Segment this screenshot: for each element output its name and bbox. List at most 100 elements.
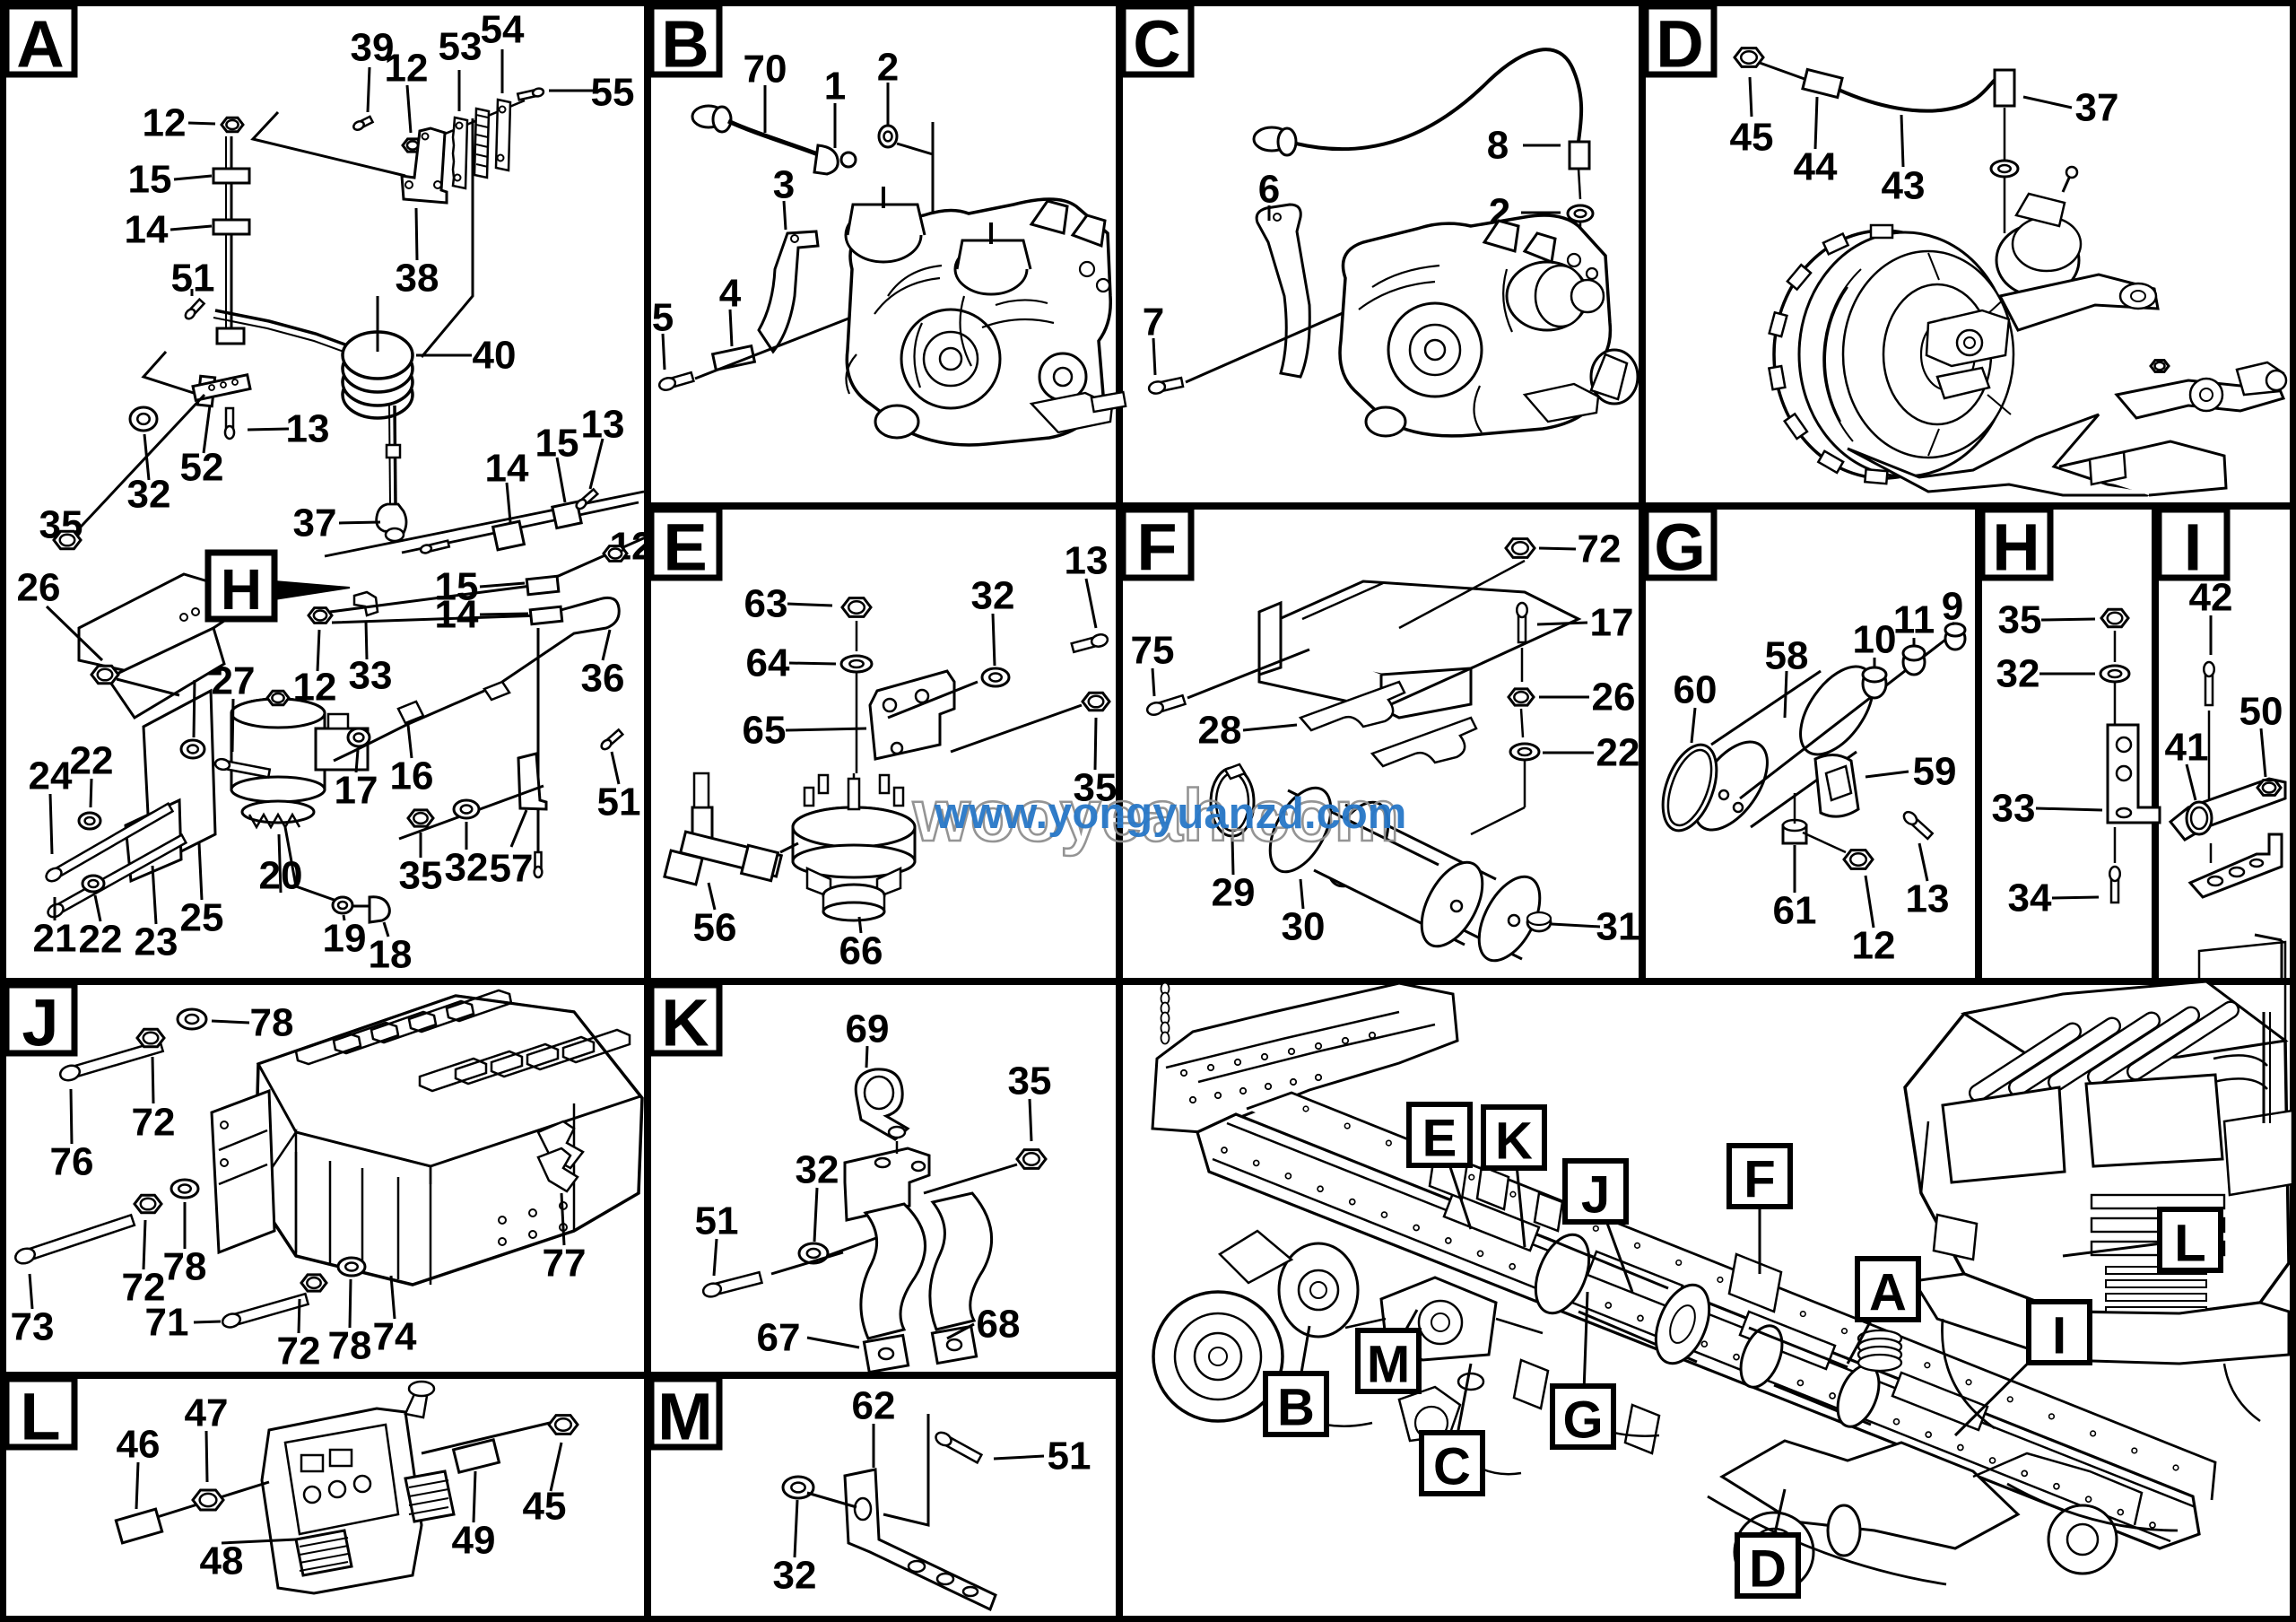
svg-text:44: 44 (1794, 145, 1838, 189)
svg-text:A: A (1869, 1264, 1907, 1322)
svg-text:12: 12 (143, 101, 187, 145)
svg-text:32: 32 (445, 846, 489, 890)
svg-text:29: 29 (1212, 871, 1256, 915)
svg-text:28: 28 (1198, 709, 1242, 753)
svg-text:71: 71 (145, 1301, 189, 1345)
svg-text:35: 35 (1008, 1060, 1052, 1103)
svg-text:54: 54 (481, 8, 525, 52)
svg-text:32: 32 (971, 574, 1015, 618)
svg-text:M: M (1367, 1336, 1410, 1394)
svg-text:J: J (22, 986, 58, 1060)
svg-text:42: 42 (2189, 576, 2233, 620)
svg-text:3: 3 (773, 163, 795, 207)
svg-text:62: 62 (852, 1384, 896, 1428)
svg-text:17: 17 (335, 769, 378, 813)
svg-text:61: 61 (1773, 889, 1817, 933)
svg-text:51: 51 (1048, 1435, 1091, 1478)
svg-text:5: 5 (652, 296, 674, 340)
svg-text:K: K (661, 986, 709, 1060)
svg-text:52: 52 (180, 446, 224, 490)
svg-text:15: 15 (435, 565, 479, 609)
svg-text:L: L (20, 1380, 60, 1454)
svg-text:12: 12 (385, 47, 429, 91)
svg-text:22: 22 (1596, 731, 1640, 775)
svg-text:21: 21 (33, 917, 77, 961)
svg-text:34: 34 (2008, 876, 2052, 920)
svg-text:M: M (657, 1380, 713, 1454)
svg-text:66: 66 (839, 929, 883, 973)
svg-text:4: 4 (719, 272, 742, 316)
svg-text:38: 38 (396, 257, 439, 301)
svg-text:16: 16 (390, 754, 434, 798)
svg-text:C: C (1133, 7, 1180, 82)
svg-text:K: K (1495, 1112, 1533, 1171)
svg-text:30: 30 (1282, 905, 1326, 949)
svg-text:25: 25 (180, 896, 224, 940)
svg-text:47: 47 (185, 1391, 229, 1435)
svg-text:48: 48 (200, 1539, 244, 1583)
svg-text:45: 45 (1730, 116, 1774, 160)
svg-text:22: 22 (79, 918, 123, 962)
svg-text:74: 74 (373, 1315, 417, 1359)
svg-text:26: 26 (1592, 676, 1636, 719)
svg-text:26: 26 (17, 566, 61, 610)
svg-text:75: 75 (1131, 629, 1175, 673)
svg-text:41: 41 (2165, 726, 2209, 770)
svg-text:36: 36 (581, 657, 625, 701)
svg-text:33: 33 (349, 654, 393, 698)
svg-text:63: 63 (744, 582, 788, 626)
svg-text:53: 53 (439, 25, 483, 69)
svg-text:35: 35 (399, 854, 443, 898)
svg-text:A: A (16, 7, 64, 82)
svg-text:37: 37 (2075, 86, 2119, 130)
svg-text:G: G (1562, 1391, 1603, 1450)
svg-text:F: F (1744, 1151, 1775, 1209)
svg-text:J: J (1581, 1166, 1610, 1225)
svg-text:76: 76 (50, 1140, 94, 1184)
svg-text:www.yongyuanzd.com: www.yongyuanzd.com (934, 789, 1406, 838)
svg-text:9: 9 (1942, 585, 1963, 629)
svg-text:13: 13 (1906, 877, 1950, 921)
svg-text:10: 10 (1853, 618, 1897, 662)
svg-text:73: 73 (11, 1305, 55, 1349)
svg-text:72: 72 (277, 1330, 321, 1373)
svg-text:33: 33 (1992, 787, 2036, 831)
svg-text:22: 22 (70, 739, 114, 783)
svg-text:51: 51 (695, 1199, 739, 1243)
svg-text:15: 15 (128, 158, 172, 202)
svg-text:45: 45 (523, 1485, 567, 1529)
svg-text:32: 32 (1996, 652, 2040, 696)
svg-text:49: 49 (452, 1519, 496, 1563)
svg-text:F: F (1136, 510, 1177, 585)
svg-text:D: D (1749, 1540, 1787, 1599)
svg-text:43: 43 (1882, 164, 1926, 208)
svg-text:55: 55 (591, 71, 635, 115)
svg-text:65: 65 (743, 709, 787, 753)
svg-text:19: 19 (323, 917, 367, 961)
svg-text:78: 78 (250, 1001, 294, 1045)
svg-text:wooyeah.com: wooyeah.com (912, 775, 1399, 857)
svg-text:E: E (663, 510, 707, 585)
svg-text:39: 39 (351, 26, 395, 70)
svg-text:37: 37 (293, 501, 337, 545)
svg-text:70: 70 (744, 48, 787, 92)
svg-text:35: 35 (1998, 598, 2042, 642)
svg-text:67: 67 (757, 1316, 801, 1360)
svg-text:72: 72 (1578, 528, 1622, 571)
svg-text:50: 50 (2239, 690, 2283, 734)
svg-text:1: 1 (824, 65, 846, 109)
svg-text:40: 40 (473, 334, 517, 378)
svg-text:77: 77 (543, 1242, 587, 1286)
svg-text:7: 7 (1143, 301, 1164, 344)
svg-text:60: 60 (1674, 668, 1718, 712)
svg-text:14: 14 (125, 208, 169, 252)
svg-text:78: 78 (328, 1324, 372, 1368)
svg-text:B: B (661, 7, 709, 82)
svg-text:18: 18 (369, 933, 413, 977)
svg-text:2: 2 (877, 46, 899, 90)
svg-text:57: 57 (490, 847, 534, 891)
svg-text:78: 78 (163, 1245, 207, 1289)
svg-text:G: G (1654, 510, 1706, 585)
svg-text:56: 56 (693, 906, 737, 950)
svg-text:H: H (1992, 510, 2039, 585)
